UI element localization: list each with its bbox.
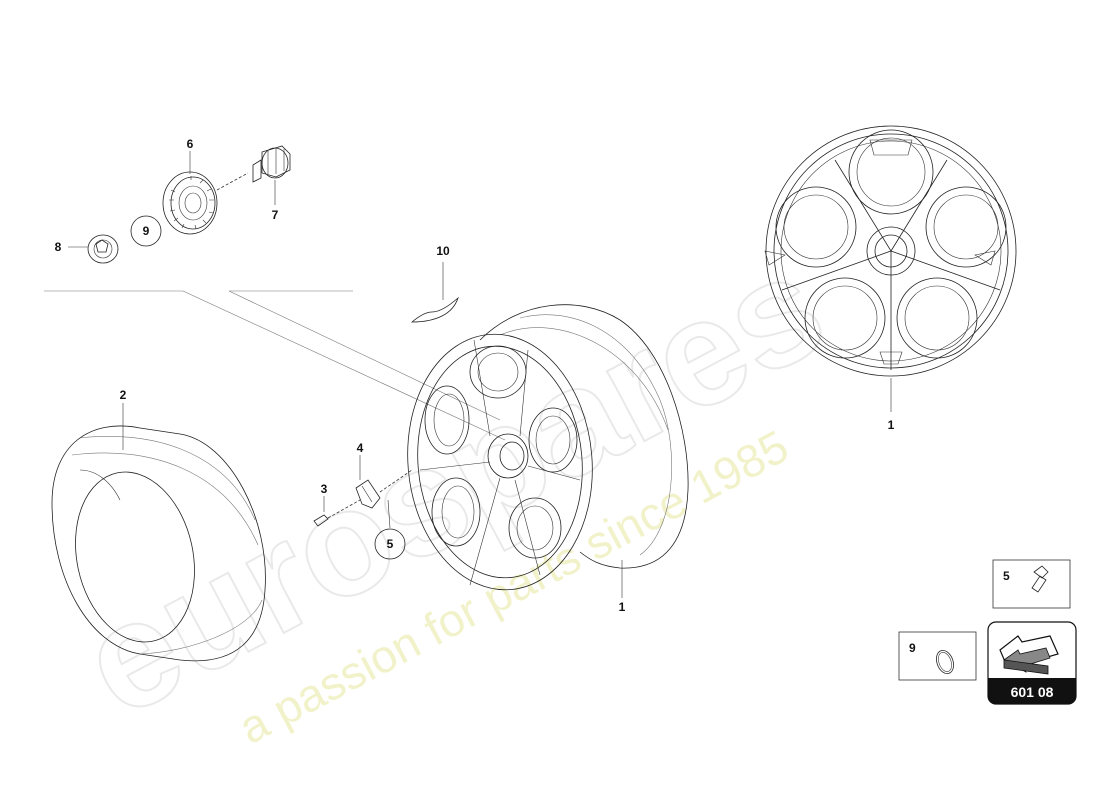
legend-label-5: 5: [1003, 569, 1010, 583]
callout-2: 2: [120, 388, 127, 402]
part-6-ring: 6: [162, 137, 218, 235]
reference-badge: 601 08: [987, 621, 1077, 705]
callout-7: 7: [272, 208, 279, 222]
arrow-icon: [999, 635, 1059, 675]
callout-10: 10: [436, 244, 450, 258]
callout-5: 5: [387, 537, 394, 551]
legend-label-9: 9: [909, 641, 916, 655]
part-8-cap: 8: [55, 234, 119, 264]
callout-6: 6: [187, 137, 194, 151]
part-7-nut: 7: [252, 145, 291, 222]
dashed-axis-4-wheel: [379, 469, 413, 493]
callout-9-circle: 9: [130, 215, 162, 247]
callout-4: 4: [357, 441, 364, 455]
leader-lines: [44, 290, 506, 441]
dashed-axis-3-4: [327, 499, 361, 519]
part-2-tire: 2: [51, 388, 266, 662]
watermark: eurospares a passion for parts since 198…: [55, 219, 850, 754]
callout-5-circle: 5: [374, 499, 406, 560]
callout-3: 3: [321, 482, 328, 496]
callout-1-lower: 1: [619, 600, 626, 614]
legend-box-5: 5: [992, 559, 1071, 609]
part-10-emblem: 10: [410, 244, 459, 323]
callout-9: 9: [143, 224, 150, 238]
bolt-icon: [1031, 565, 1049, 593]
callout-8: 8: [55, 240, 62, 254]
callout-1-upper: 1: [888, 418, 895, 432]
part-1-wheel-front: 1: [764, 125, 1017, 432]
part-3-valve: 3: [313, 482, 329, 527]
legend-box-9: 9: [898, 631, 977, 681]
dashed-axis-6-7: [216, 172, 249, 191]
part-4-sensor: 4: [355, 441, 381, 509]
page-reference: 601 08: [1011, 684, 1054, 700]
ring-icon: [936, 649, 954, 675]
